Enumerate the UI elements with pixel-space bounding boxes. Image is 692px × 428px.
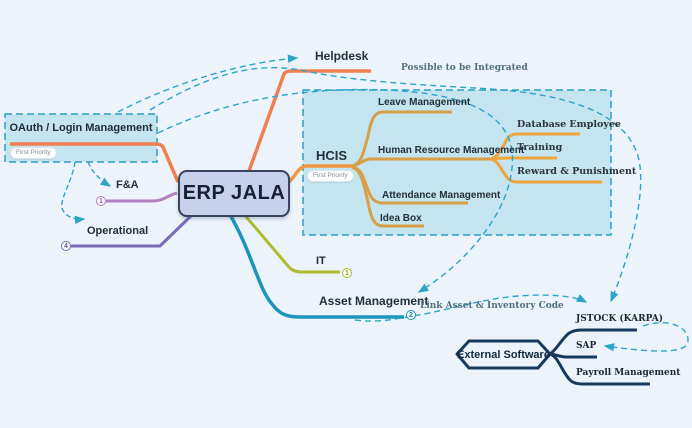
topic-sap[interactable]: SAP [576, 341, 597, 351]
root-topic-erp-jala[interactable]: ERP JALA [178, 170, 290, 217]
relationship-label-possible-integrated[interactable]: Possible to be Integrated [401, 63, 528, 73]
relationship-oauth-to-helpdesk[interactable] [117, 54, 299, 113]
topic-helpdesk[interactable]: Helpdesk [315, 49, 369, 63]
relationship-oauth-to-asset[interactable] [157, 88, 514, 293]
branch-line-idea-box [351, 165, 424, 228]
branch-line-jstock [549, 328, 637, 356]
collapse-badge-it[interactable]: 1 [342, 268, 352, 278]
branch-line-hrm [351, 157, 490, 168]
collapse-badge-asset[interactable]: 2 [406, 310, 416, 320]
branch-line-helpdesk [247, 69, 371, 172]
topic-operational[interactable]: Operational [87, 225, 149, 237]
branch-line-training [489, 156, 557, 161]
priority-badge-oauth[interactable]: First Priority [10, 147, 57, 159]
topic-leave-management[interactable]: Leave Management [378, 97, 471, 108]
topic-idea-box[interactable]: Idea Box [380, 213, 422, 224]
topic-fa[interactable]: F&A [116, 179, 139, 191]
topic-training[interactable]: Training [517, 142, 563, 153]
relationship-label-link-asset[interactable]: Link Asset & Inventory Code [420, 301, 564, 311]
priority-badge-hcis[interactable]: First Priority [307, 170, 354, 182]
topic-asset-management[interactable]: Asset Management [319, 294, 429, 308]
topic-hcis[interactable]: HCIS [316, 148, 348, 163]
topic-it[interactable]: IT [316, 255, 326, 267]
topic-database-employee[interactable]: Database Employee [517, 119, 621, 130]
branch-line-fa [106, 191, 178, 203]
collapse-badge-fa[interactable]: 1 [96, 196, 106, 206]
topic-jstock-karpa[interactable]: JSTOCK (KARPA) [576, 314, 663, 324]
relationship-oauth-to-fa[interactable] [87, 161, 112, 187]
branch-line-leave-management [351, 110, 452, 168]
branch-line-reward-punishment [489, 157, 602, 184]
relationship-oauth-to-operational[interactable] [61, 161, 86, 225]
relationship-link-asset-inventory[interactable] [354, 294, 588, 322]
branch-line-it [241, 212, 340, 274]
topic-payroll-management[interactable]: Payroll Management [576, 368, 681, 378]
branch-line-sap [549, 352, 597, 359]
branch-line-database-employee [489, 132, 580, 161]
topic-reward-punishment[interactable]: Reward & Punishment [517, 166, 637, 177]
topic-human-resource-management[interactable]: Human Resource Management [378, 145, 525, 156]
collapse-badge-operational[interactable]: 4 [61, 241, 71, 251]
relationship-jstock-to-sap[interactable] [603, 322, 689, 352]
hcis-group-box[interactable] [302, 89, 612, 236]
topic-attendance-management[interactable]: Attendance Management [382, 190, 501, 201]
branch-line-asset [227, 212, 404, 319]
branch-line-payroll [549, 352, 650, 386]
branch-line-oauth [10, 142, 180, 183]
topic-oauth-login-management[interactable]: OAuth / Login Management [9, 122, 153, 134]
branch-line-operational [71, 212, 195, 248]
relationship-possible-to-be-integrated[interactable] [149, 66, 642, 303]
topic-external-software[interactable]: External Software [457, 348, 550, 361]
